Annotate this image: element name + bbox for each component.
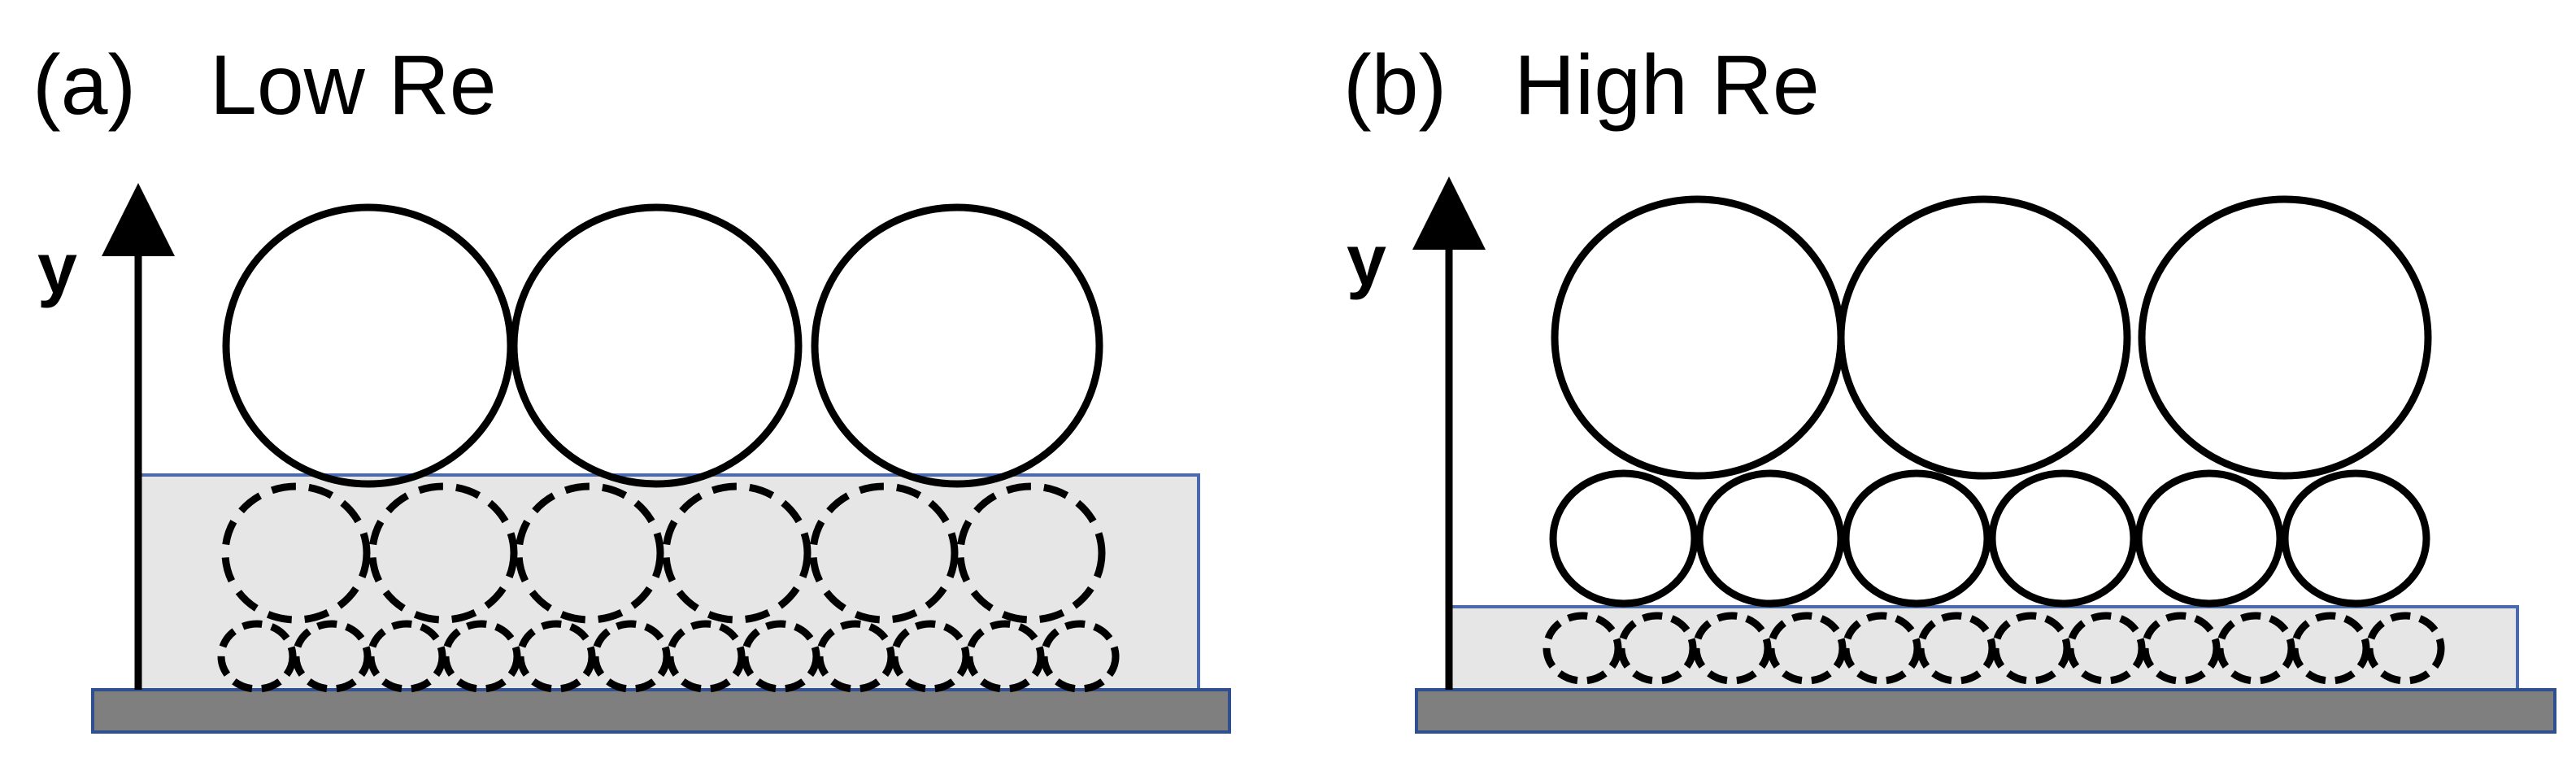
panel-a-large-eddy [811,203,1103,488]
panel-b-large-eddy [2138,195,2432,480]
panel-b-y-axis-label: y [1347,220,1386,300]
panel-b: (b) High Re y [1343,38,2556,734]
panel-a-large-eddy [510,203,803,488]
panel-a-title: Low Re [210,38,497,133]
panel-a-medium-eddy [221,482,371,624]
panel-a-small-eddy [1040,620,1120,693]
panel-b-wall [1415,688,2556,734]
panel-b-small-eddies [1543,612,2445,685]
panel-b-large-eddies [1551,195,2432,480]
panel-b-medium-eddy [1842,469,1991,608]
panel-b-title: High Re [1514,38,1820,133]
panel-b-small-eddy [2365,612,2445,685]
panel-b-medium-eddy [1988,469,2138,608]
panel-b-shaded-layer [1447,605,2519,691]
panel-a-small-eddies [217,620,1120,693]
panel-a-medium-eddies [221,482,1106,624]
panel-a-medium-eddy [368,482,518,624]
panel-b-label: (b) [1343,38,1447,133]
panel-a-large-eddy [222,203,515,488]
panel-a-large-eddies [222,203,1103,488]
panel-b-medium-eddies [1549,469,2430,608]
panel-a-medium-eddy [809,482,959,624]
panel-a-y-axis-label: y [37,228,77,308]
panel-b-large-eddy [1837,195,2131,480]
panel-a-medium-eddy [956,482,1106,624]
panel-b-medium-eddy [1695,469,1845,608]
panel-a-medium-eddy [662,482,812,624]
panel-a-wall [91,688,1231,734]
panel-b-medium-eddy [2134,469,2284,608]
panel-b-large-eddy [1551,195,1845,480]
panel-b-medium-eddy [1549,469,1699,608]
panel-a: (a) Low Re y [33,38,1231,734]
panel-b-medium-eddy [2281,469,2430,608]
panel-a-medium-eddy [515,482,664,624]
panel-a-label: (a) [33,38,136,133]
